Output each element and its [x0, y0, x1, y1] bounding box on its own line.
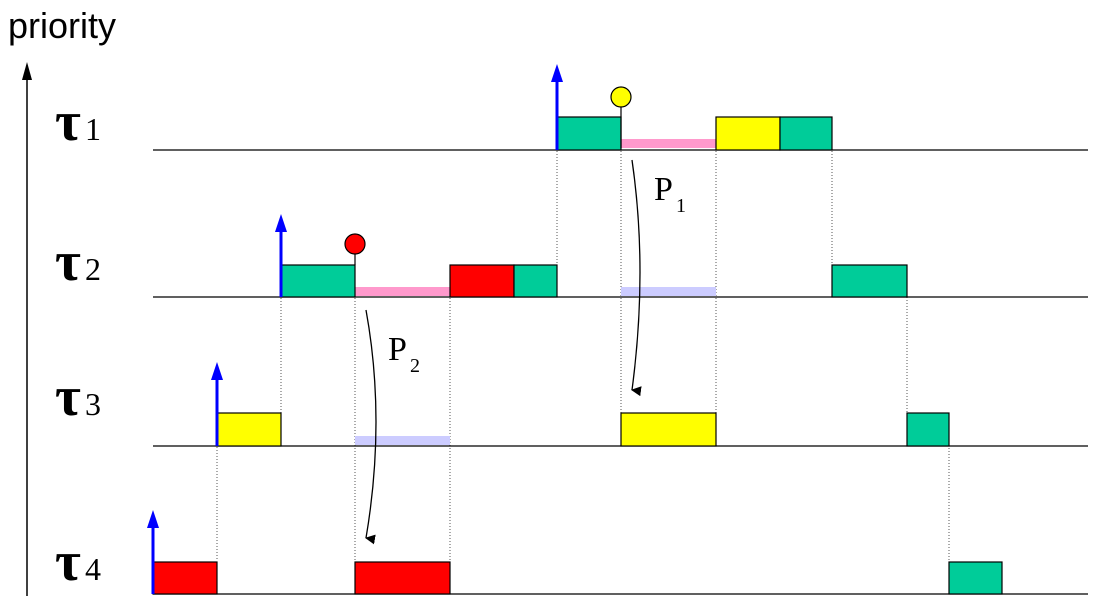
exec-block-t1-green-a [556, 116, 622, 151]
exec-block-t1-yellow [715, 116, 781, 151]
axis-arrow-icon [22, 62, 32, 80]
exec-block-t4-green [948, 561, 1003, 595]
time-guides [216, 148, 950, 563]
exec-block-t1-green-b [779, 116, 833, 151]
svg-text:P: P [388, 331, 407, 368]
inheritance-arrows [365, 159, 642, 545]
arrival-arrows [147, 64, 563, 594]
exec-block-t4-red-b [354, 561, 451, 595]
svg-text:2: 2 [410, 355, 420, 377]
task-label-t2: τ 2 [55, 231, 101, 293]
exec-block-t2-red [449, 264, 515, 298]
svg-text:P: P [654, 171, 673, 208]
resource-lock-markers [344, 86, 632, 265]
svg-text:2: 2 [85, 251, 101, 287]
arrival-arrow-icon [551, 64, 563, 150]
blocking-bar-t1 [621, 139, 716, 148]
svg-text:τ: τ [55, 531, 81, 593]
exec-block-t3-green [906, 412, 950, 447]
exec-block-t3-yellow-a [216, 412, 282, 447]
execution-blocks [152, 116, 1003, 595]
task-baselines [153, 149, 1088, 595]
svg-text:τ: τ [55, 366, 81, 428]
annotation-p2: P 2 [388, 331, 420, 377]
exec-block-t2-green-c [831, 264, 908, 298]
inheritance-arrow-p1 [631, 159, 642, 397]
task-label-t3: τ 3 [55, 366, 101, 428]
inheritance-arrow-p2 [365, 309, 377, 545]
resource-lock-circle-icon [344, 233, 366, 265]
arrival-arrow-icon [211, 362, 223, 446]
resource-lock-circle-icon [610, 86, 632, 148]
blocking-bar-t2 [355, 287, 450, 296]
inherited-bar-t3 [355, 436, 450, 445]
task-label-t1: τ 1 [55, 91, 101, 153]
svg-text:3: 3 [85, 386, 101, 422]
svg-text:4: 4 [85, 551, 101, 587]
exec-block-t2-green-a [280, 264, 356, 298]
blocking-bars [355, 139, 716, 445]
priority-axis-label: priority [8, 5, 116, 46]
exec-block-t2-green-b [513, 264, 558, 298]
exec-block-t3-yellow-b [620, 412, 717, 447]
task-label-t4: τ 4 [55, 531, 101, 593]
arrival-arrow-icon [275, 214, 287, 297]
svg-text:1: 1 [676, 195, 686, 217]
annotation-p1: P 1 [654, 171, 686, 217]
svg-text:τ: τ [55, 231, 81, 293]
priority-axis [22, 62, 32, 596]
inherited-bar-t2 [621, 287, 716, 296]
exec-block-t4-red-a [152, 561, 218, 595]
svg-text:τ: τ [55, 91, 81, 153]
svg-text:1: 1 [85, 111, 101, 147]
arrival-arrow-icon [147, 510, 159, 594]
